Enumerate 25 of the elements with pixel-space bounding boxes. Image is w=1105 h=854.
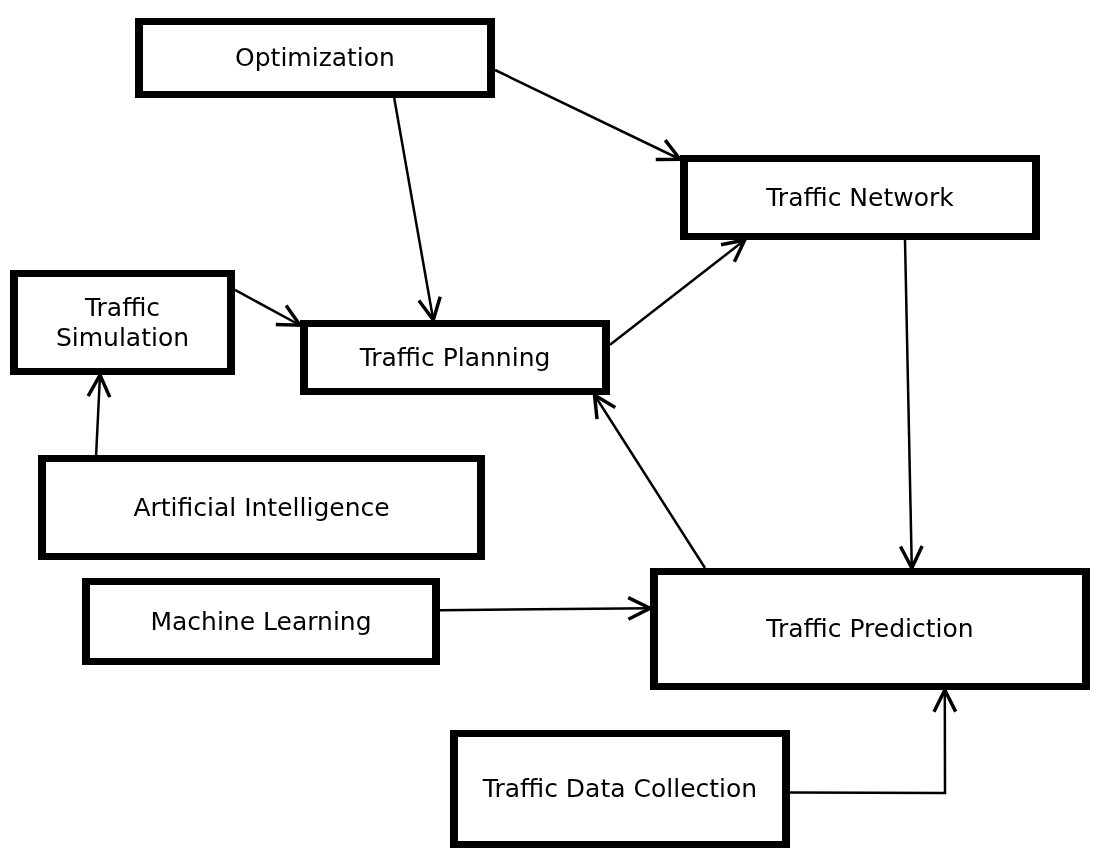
arrow (790, 688, 958, 795)
arrow (440, 595, 652, 622)
node-label: Traffic Prediction (766, 614, 974, 644)
process-box (10, 270, 235, 375)
process-box (680, 155, 1040, 240)
arrow (898, 239, 924, 570)
node-label: Optimization (235, 43, 395, 73)
node-label: Machine Learning (150, 606, 372, 637)
process-box (300, 320, 610, 395)
arrow (234, 288, 302, 327)
node-label: Traffic Planning (359, 342, 551, 373)
process-box (650, 568, 1090, 690)
process-box (38, 455, 485, 560)
process-box (450, 730, 790, 848)
arrow (609, 238, 747, 346)
arrow (592, 393, 707, 569)
node-label: Traffic Data Collection (482, 774, 758, 804)
arrow (494, 68, 682, 162)
arrow (392, 97, 442, 322)
process-box (82, 578, 440, 665)
process-box (135, 18, 495, 98)
node-label: Traffic Network (766, 182, 954, 213)
node-label: Traffic Simulation (54, 292, 191, 353)
node-label: Artificial Intelligence (133, 492, 390, 523)
arrow (86, 373, 112, 456)
